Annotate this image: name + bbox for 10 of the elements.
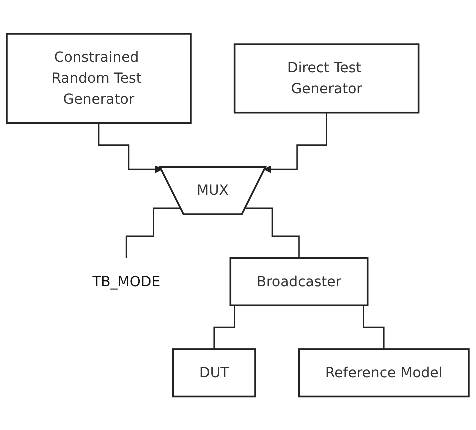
node-box: Constrained Random Test Generator: [6, 32, 192, 124]
connector: [126, 207, 181, 259]
node-text: TB_MODE: [92, 272, 161, 290]
connector: [246, 207, 300, 259]
arrow: [264, 112, 328, 173]
node-box: Direct Test Generator: [234, 43, 420, 114]
arrow: [98, 122, 163, 173]
node-box: DUT: [172, 348, 256, 398]
node-box: Reference Model: [298, 348, 470, 398]
node-box: Broadcaster: [230, 257, 369, 306]
